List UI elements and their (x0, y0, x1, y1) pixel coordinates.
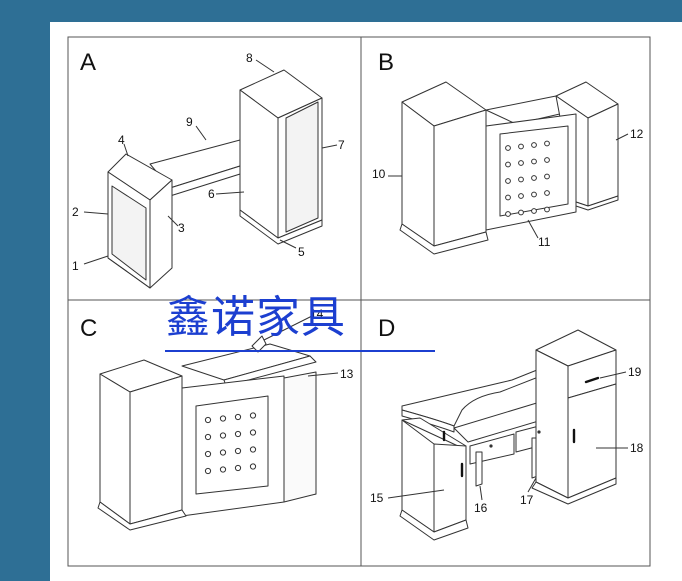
panel-b-hole (544, 157, 550, 163)
callout-7: 7 (338, 138, 345, 152)
panel-b-hole (544, 190, 550, 196)
panel-b-hole (505, 194, 511, 201)
panel-c-hole (249, 429, 257, 436)
callout-1: 1 (72, 259, 79, 273)
panel-b-hole (518, 160, 524, 166)
panel-b-hole (531, 142, 537, 148)
drawer-17-knob (537, 430, 541, 434)
panel-b-hole (518, 143, 524, 150)
callout-10: 10 (372, 167, 386, 181)
panel-a-letter: A (80, 49, 96, 76)
panel-d-drawing (399, 329, 617, 541)
panel-d-handles (442, 376, 600, 478)
drawer-knobs (489, 430, 541, 448)
panel-b-drawing (399, 81, 619, 255)
panel-c-drawing (97, 335, 317, 531)
panel-c-hole (219, 432, 227, 439)
panel-c-hole (249, 412, 257, 419)
panel-b-hole (544, 173, 550, 180)
callout-5: 5 (298, 245, 305, 259)
callout-19: 19 (628, 365, 642, 379)
panel-b-hole (531, 158, 537, 165)
callout-11: 11 (538, 235, 551, 249)
panel-b-hole (505, 178, 511, 184)
leader-lines (83, 59, 629, 501)
callout-15: 15 (370, 491, 384, 505)
panel-b-hole (518, 193, 524, 199)
panel-b-hole (531, 208, 537, 214)
callout-13: 13 (340, 367, 354, 381)
panel-b-hole (505, 211, 511, 217)
panel-c-hole (249, 463, 257, 470)
callout-17: 17 (520, 493, 534, 507)
callout-8: 8 (246, 51, 253, 65)
callout-12: 12 (630, 127, 644, 141)
panel-c-hole (234, 413, 242, 421)
callout-4: 4 (118, 133, 125, 147)
panel-d-letter: D (378, 315, 395, 342)
callout-16: 16 (474, 501, 488, 515)
panel-b-hole (518, 176, 524, 183)
panel-c-hole (219, 449, 227, 456)
panel-b-hole (505, 161, 511, 168)
panel-c-hole (249, 446, 257, 453)
watermark-text: 鑫诺家具 (166, 292, 346, 343)
panel-b-hole (518, 209, 524, 216)
panel-c-hole (234, 464, 242, 472)
drawer-16-knob (489, 444, 493, 448)
callout-3: 3 (178, 221, 185, 235)
watermark-underline (165, 350, 435, 352)
panel-c-hole (219, 466, 227, 473)
panel-c-hole (204, 450, 212, 458)
panel-b-hole (531, 175, 537, 181)
panel-c-hole (204, 416, 212, 424)
panel-c-letter: C (80, 315, 97, 342)
panel-c-hole (204, 433, 212, 441)
panel-b-hole (544, 206, 550, 213)
panel-b-hole (544, 140, 550, 147)
callout-numbers: 1 2 3 4 5 6 7 8 9 10 11 12 13 14 15 16 1… (72, 51, 644, 515)
panel-a-drawing (107, 69, 323, 289)
panel-c-hole (219, 415, 227, 422)
pegboard-holes (204, 140, 550, 475)
callout-9: 9 (186, 115, 193, 129)
callout-6: 6 (208, 187, 215, 201)
panel-b-hole (531, 191, 537, 198)
callout-18: 18 (630, 441, 644, 455)
panel-b-letter: B (378, 49, 394, 76)
panel-c-hole (204, 467, 212, 475)
panel-c-hole (234, 430, 242, 438)
drawer-19-handle (584, 376, 600, 384)
panel-b-hole (505, 145, 511, 151)
callout-14: 14 (310, 307, 324, 321)
callout-2: 2 (72, 205, 79, 219)
panel-c-hole (234, 447, 242, 455)
